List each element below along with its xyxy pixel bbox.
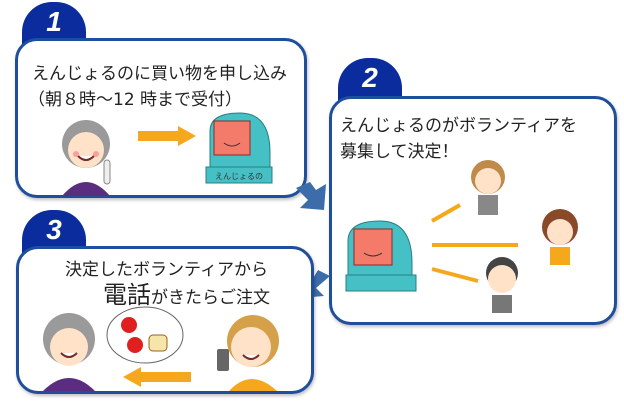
grandmother-phone-illustration <box>62 120 111 196</box>
orange-arrow-left <box>123 367 191 387</box>
volunteer-2-illustration <box>542 209 578 265</box>
volunteer-3-illustration <box>486 257 518 313</box>
step-2-panel: えんじょるのがボランティアを 募集して決定！ <box>329 96 617 325</box>
step-3-line-2-rest: がきたらご注文 <box>151 288 270 308</box>
enjoruno-terminal-illustration: えんじょるの <box>205 112 273 184</box>
thought-bubble-groceries <box>106 306 184 364</box>
orange-arrow-right <box>138 126 196 146</box>
step-3-line-1: 決定したボランティアから <box>65 260 268 280</box>
bread-icon <box>148 334 168 352</box>
step-3-line-2: 電話がきたらご注文 <box>103 275 270 310</box>
step-1-line-1: えんじょるのに買い物を申し込み <box>32 64 287 84</box>
step-2-badge: 2 <box>338 58 402 102</box>
volunteer-smartphone-illustration <box>217 315 279 391</box>
orange-arrows-to-volunteers <box>431 203 518 283</box>
step-1-panel: えんじょるのに買い物を申し込み （朝８時〜12 時まで受付） えんじょるの <box>15 38 307 198</box>
step-2-line-1: えんじょるのがボランティアを <box>340 116 577 136</box>
step-3-emphasis: 電話 <box>103 281 151 309</box>
enjoruno-terminal-illustration-2 <box>345 220 417 292</box>
grandmother-phone-illustration-2 <box>43 313 95 391</box>
terminal-label: えんじょるの <box>215 172 263 181</box>
step-3-panel: 決定したボランティアから 電話がきたらご注文 <box>16 246 314 394</box>
tomato-icon <box>121 317 137 333</box>
step-2-line-2: 募集して決定！ <box>340 142 459 162</box>
flow-arrow-1-to-2 <box>296 182 326 210</box>
step-1-line-2: （朝８時〜12 時まで受付） <box>28 90 243 110</box>
tomato-icon <box>127 337 143 353</box>
volunteer-1-illustration <box>471 160 505 215</box>
